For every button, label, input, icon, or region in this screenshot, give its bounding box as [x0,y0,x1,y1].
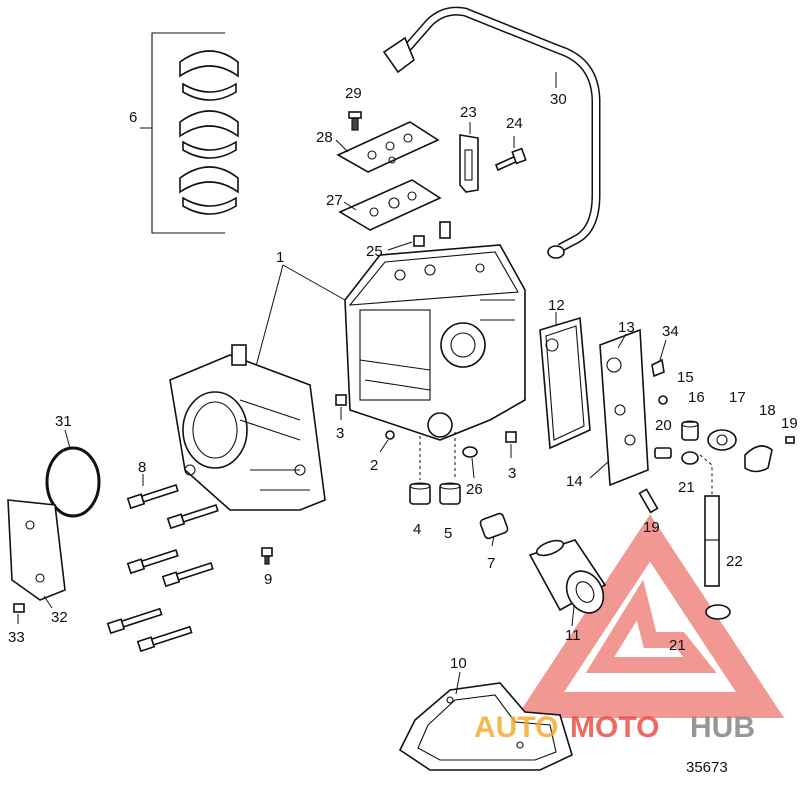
callout-5: 5 [444,525,452,542]
callout-21a: 21 [678,479,695,496]
callout-3b: 3 [508,465,516,482]
callout-16: 16 [688,389,705,406]
callout-19b: 19 [643,519,660,536]
clamp-21a [681,451,699,465]
callout-33: 33 [8,629,25,646]
bushing-5 [439,482,461,505]
cover-plate [335,121,440,173]
callout-9: 9 [264,571,272,588]
callout-14: 14 [566,473,583,490]
callout-19a: 19 [781,415,798,432]
callout-4: 4 [413,521,421,538]
gasket-12 [539,312,591,450]
o-ring-31 [45,429,101,518]
callout-18: 18 [759,402,776,419]
callout-13: 13 [618,319,635,336]
watermark-auto: AUTO [474,711,558,744]
callout-11: 11 [565,627,581,644]
callout-32: 32 [51,609,68,626]
hose-22 [699,454,720,587]
bracket-23 [459,122,479,193]
callout-24: 24 [506,115,523,132]
bushing-4 [409,482,431,505]
gasket-10 [398,671,573,771]
screw-9 [261,547,273,565]
cover-plate-32 [7,499,66,609]
callout-6: 6 [129,109,137,126]
crankcase-block [254,221,526,480]
screw-29 [348,111,362,131]
watermark-text: AUTO MOTO HUB [474,711,755,744]
bolt-24 [494,136,527,172]
callout-28: 28 [316,129,333,146]
watermark-moto: MOTO [570,711,659,744]
hose [382,6,601,259]
watermark-logo [515,514,785,718]
callout-17: 17 [729,389,746,406]
cylinder-block [169,344,326,511]
callout-29: 29 [345,85,362,102]
callout-labels: 1 2 3 3 4 5 6 7 8 9 10 11 12 13 14 15 16… [8,85,798,672]
callout-22: 22 [726,553,743,570]
callout-34: 34 [662,323,679,340]
callout-12: 12 [548,297,565,314]
callout-21b: 21 [669,637,686,654]
callout-26: 26 [466,481,483,498]
callout-8: 8 [138,459,146,476]
sleeve-7 [479,512,509,547]
callout-1: 1 [276,249,284,266]
plug-26 [462,446,478,479]
callout-10: 10 [450,655,467,672]
bolt-19b [638,488,659,514]
watermark-hub: HUB [690,711,755,744]
valve-16 [681,420,699,441]
cover-13 [599,328,649,487]
screw-33 [13,603,25,624]
bearing-set [140,32,239,234]
plug-3a [335,394,347,420]
pin-25 [387,235,425,251]
clip-34 [651,339,667,378]
screw-19a [785,436,795,444]
callout-30: 30 [550,91,567,108]
callout-20: 20 [655,417,672,434]
callout-15: 15 [677,369,694,386]
figure-number: 35673 [686,759,728,776]
callout-23: 23 [460,104,477,121]
clamp-21b [705,604,731,620]
cover-18 [744,445,773,473]
callout-31: 31 [55,413,72,430]
plug-15 [658,395,668,405]
plug-3b [505,431,517,458]
callout-25: 25 [366,243,383,260]
callout-3a: 3 [336,425,344,442]
plate-17 [707,429,737,451]
oil-filter-11 [528,539,607,627]
callout-27: 27 [326,192,343,209]
callout-2: 2 [370,457,378,474]
callout-7: 7 [487,555,495,572]
fitting-20 [654,447,672,459]
dowel-pin-2 [379,430,395,453]
gasket-27 [338,179,442,231]
bolts-8 [106,474,219,653]
